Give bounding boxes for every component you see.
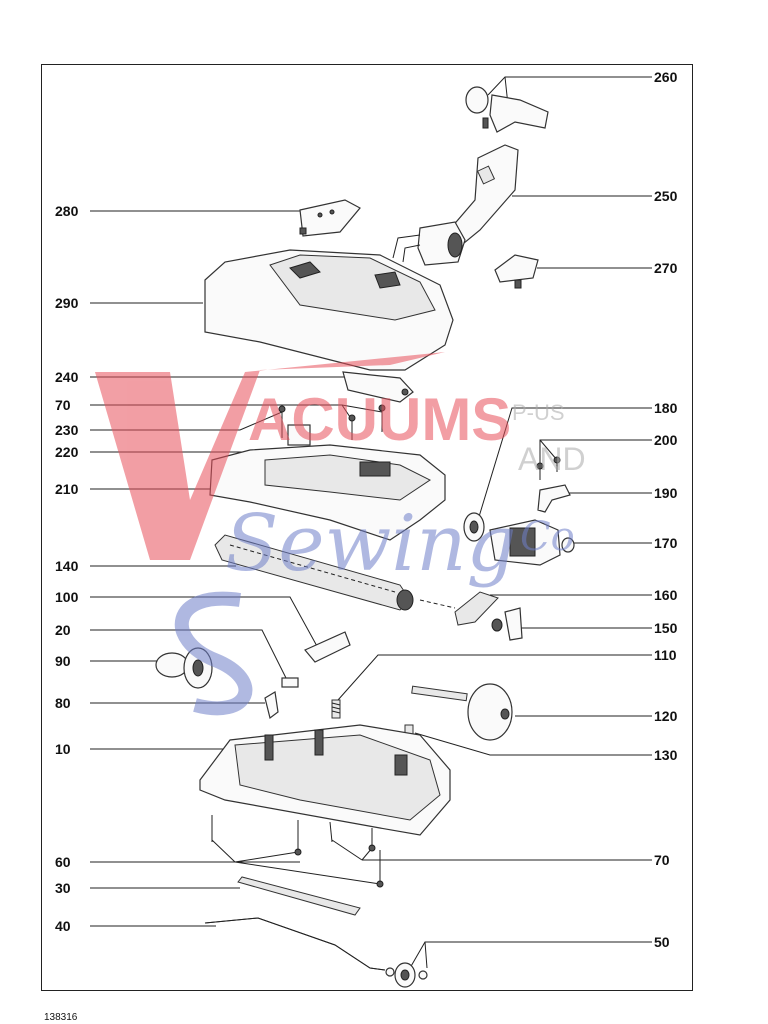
callout-200: 200 — [654, 432, 678, 448]
callout-290: 290 — [55, 295, 79, 311]
callout-20: 20 — [55, 622, 71, 638]
part-20-latch — [281, 677, 299, 688]
callout-150: 150 — [654, 620, 678, 636]
callout-70-top: 70 — [55, 397, 71, 413]
part-210-chassis — [209, 444, 446, 541]
diagram-frame — [41, 64, 693, 991]
callout-80: 80 — [55, 695, 71, 711]
part-160-belt — [454, 591, 499, 626]
part-290-hood — [204, 249, 454, 371]
callout-30: 30 — [55, 880, 71, 896]
part-200-screws — [536, 456, 561, 480]
callout-260: 260 — [654, 69, 678, 85]
part-110-spring — [331, 699, 341, 719]
part-240-bracket — [342, 371, 414, 403]
callout-170: 170 — [654, 535, 678, 551]
callout-270: 270 — [654, 260, 678, 276]
callout-250: 250 — [654, 188, 678, 204]
callout-10: 10 — [55, 741, 71, 757]
callout-230: 230 — [55, 422, 79, 438]
part-40-axle-rod — [204, 917, 386, 971]
callout-240: 240 — [55, 369, 79, 385]
part-230-screw — [278, 405, 286, 438]
part-190-bracket — [537, 484, 571, 513]
callout-40: 40 — [55, 918, 71, 934]
document-number: 138316 — [44, 1012, 78, 1023]
callout-70-bottom: 70 — [654, 852, 670, 868]
part-140-brushroll — [214, 534, 414, 611]
part-170-motor — [489, 519, 575, 566]
callout-160: 160 — [654, 587, 678, 603]
part-120-wheel — [411, 683, 513, 741]
part-270-clip — [494, 254, 539, 289]
part-150-bracket — [491, 607, 523, 641]
callout-50: 50 — [654, 934, 670, 950]
part-50-rear-wheel — [385, 962, 428, 988]
part-280-cover — [299, 199, 361, 237]
part-60-screws — [211, 815, 384, 888]
callout-120: 120 — [654, 708, 678, 724]
callout-280: 280 — [55, 203, 79, 219]
callout-190: 190 — [654, 485, 678, 501]
part-30-strip — [237, 876, 361, 916]
part-70-screws-bottom — [329, 821, 376, 852]
callout-140: 140 — [55, 558, 79, 574]
part-10-base — [199, 724, 451, 836]
part-100-bracket — [304, 631, 351, 663]
callout-60: 60 — [55, 854, 71, 870]
part-80-clip — [264, 691, 279, 720]
callout-130: 130 — [654, 747, 678, 763]
callout-220: 220 — [55, 444, 79, 460]
callout-100: 100 — [55, 589, 79, 605]
part-260-handle-grip — [465, 86, 549, 133]
part-180-fan — [463, 512, 485, 542]
part-250-handle-tube — [392, 144, 519, 266]
part-220-switch — [287, 424, 311, 446]
callout-180: 180 — [654, 400, 678, 416]
callout-210: 210 — [55, 481, 79, 497]
part-90-height-knob — [155, 647, 213, 689]
callout-90: 90 — [55, 653, 71, 669]
callout-110: 110 — [654, 647, 677, 663]
part-70-screws-top — [348, 404, 386, 440]
